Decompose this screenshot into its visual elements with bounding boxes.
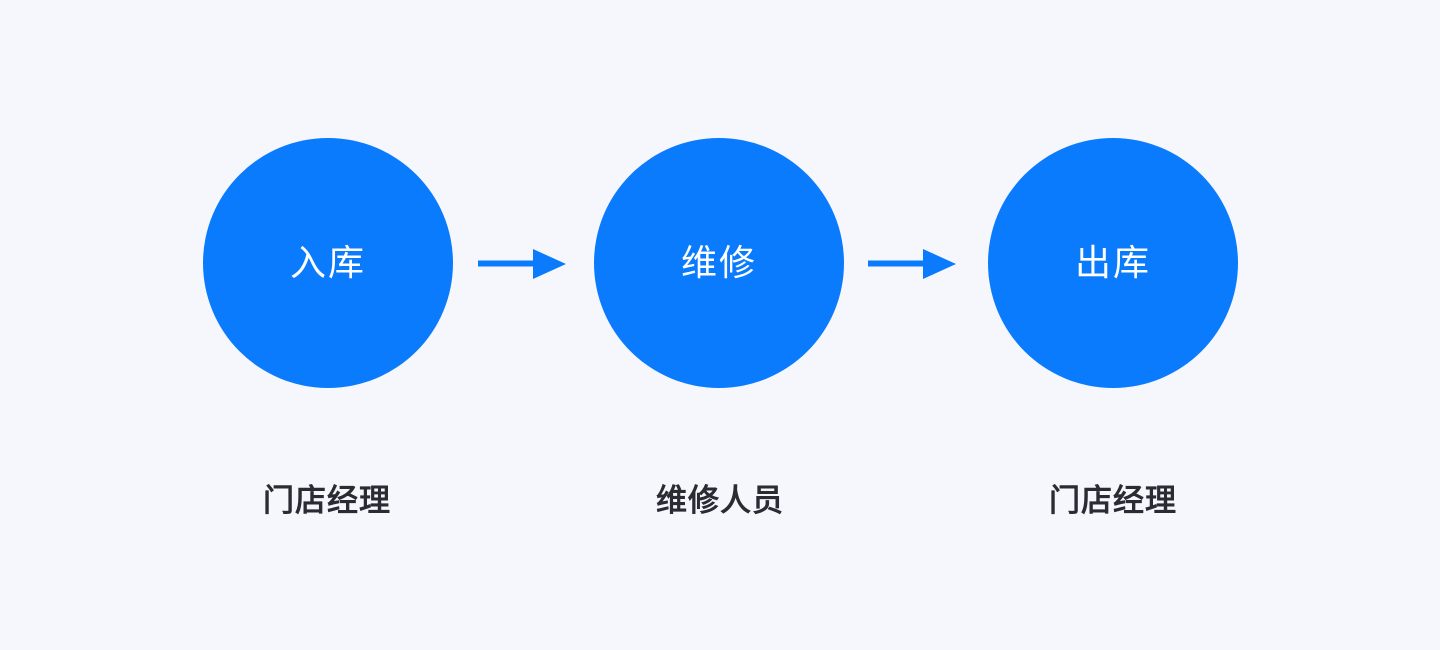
flow-node-3-role-label: 门店经理 — [1049, 483, 1177, 518]
flow-node-2[interactable]: 维修 — [594, 138, 844, 388]
flow-node-3[interactable]: 出库 — [988, 138, 1238, 388]
flow-node-1-label: 入库 — [289, 242, 366, 283]
flow-node-1[interactable]: 入库 — [203, 138, 453, 388]
flow-node-2-label: 维修 — [680, 242, 757, 283]
flow-node-3-label: 出库 — [1074, 242, 1151, 283]
flow-node-1-role-label: 门店经理 — [263, 483, 391, 518]
arrow-right-icon — [478, 248, 568, 280]
flow-node-2-role-label: 维修人员 — [656, 483, 784, 518]
arrow-right-icon — [868, 248, 958, 280]
